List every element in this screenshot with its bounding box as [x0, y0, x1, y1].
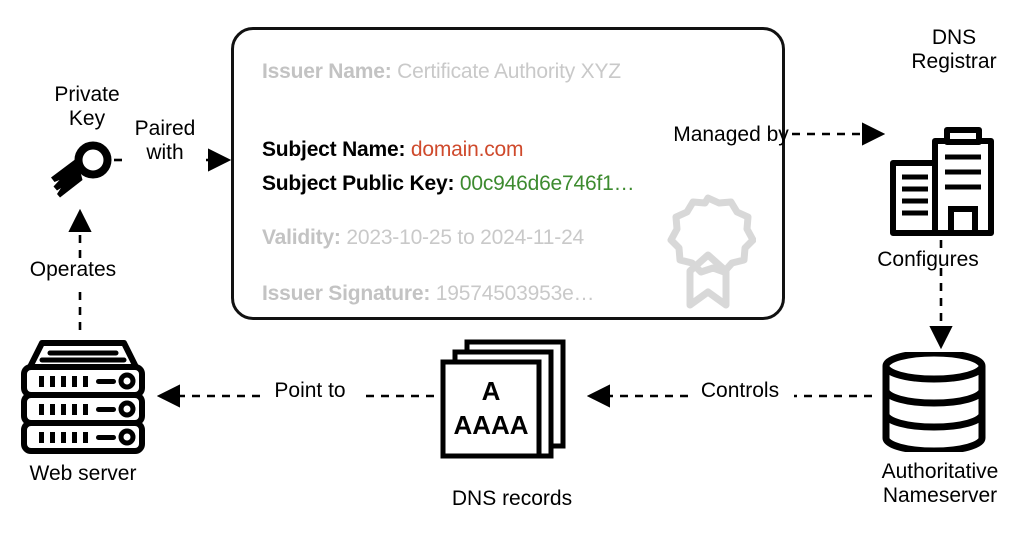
cert-field-key: Issuer Signature:	[262, 282, 431, 305]
cert-field-subject-public-key: Subject Public Key: 00c946d6e746f1…	[262, 172, 635, 196]
cert-field-issuer-signature: Issuer Signature: 19574503953e…	[262, 282, 595, 306]
office-building-icon	[890, 127, 994, 236]
cert-field-key: Subject Name:	[262, 138, 406, 161]
edge-label-managed-by: Managed by	[673, 123, 789, 146]
edge-label-configures: Configures	[877, 248, 979, 271]
certificate-card: Issuer Name: Certificate Authority XYZ S…	[231, 27, 785, 320]
dns-records-label: DNS records	[451, 487, 573, 510]
cert-field-key: Validity:	[262, 226, 341, 249]
cert-field-value: 00c946d6e746f1…	[459, 172, 635, 195]
cert-field-subject-name: Subject Name: domain.com	[262, 138, 524, 162]
cert-field-value: Certificate Authority XYZ	[397, 60, 621, 83]
cert-field-key: Issuer Name:	[262, 60, 392, 83]
edge-label-operates: Operates	[29, 258, 117, 281]
web-server-label: Web server	[29, 462, 137, 485]
dns-record-type-a: A	[482, 376, 501, 406]
edge-label-point-to: Point to	[274, 379, 346, 402]
cert-field-issuer-name: Issuer Name: Certificate Authority XYZ	[262, 60, 621, 84]
cert-field-value: 2023-10-25 to 2024-11-24	[346, 226, 585, 249]
edge-label-controls: Controls	[700, 379, 780, 402]
cert-field-value: domain.com	[410, 138, 524, 161]
cert-field-key: Subject Public Key:	[262, 172, 455, 195]
award-seal-icon	[667, 194, 756, 309]
key-icon	[51, 141, 112, 198]
cert-field-value: 19574503953e…	[435, 282, 595, 305]
database-cylinder-icon	[882, 352, 986, 452]
document-stack-icon: A AAAA	[440, 339, 566, 459]
cert-field-validity: Validity: 2023-10-25 to 2024-11-24	[262, 226, 584, 250]
dns-record-type-aaaa: AAAA	[453, 410, 528, 440]
server-rack-icon	[21, 340, 145, 454]
